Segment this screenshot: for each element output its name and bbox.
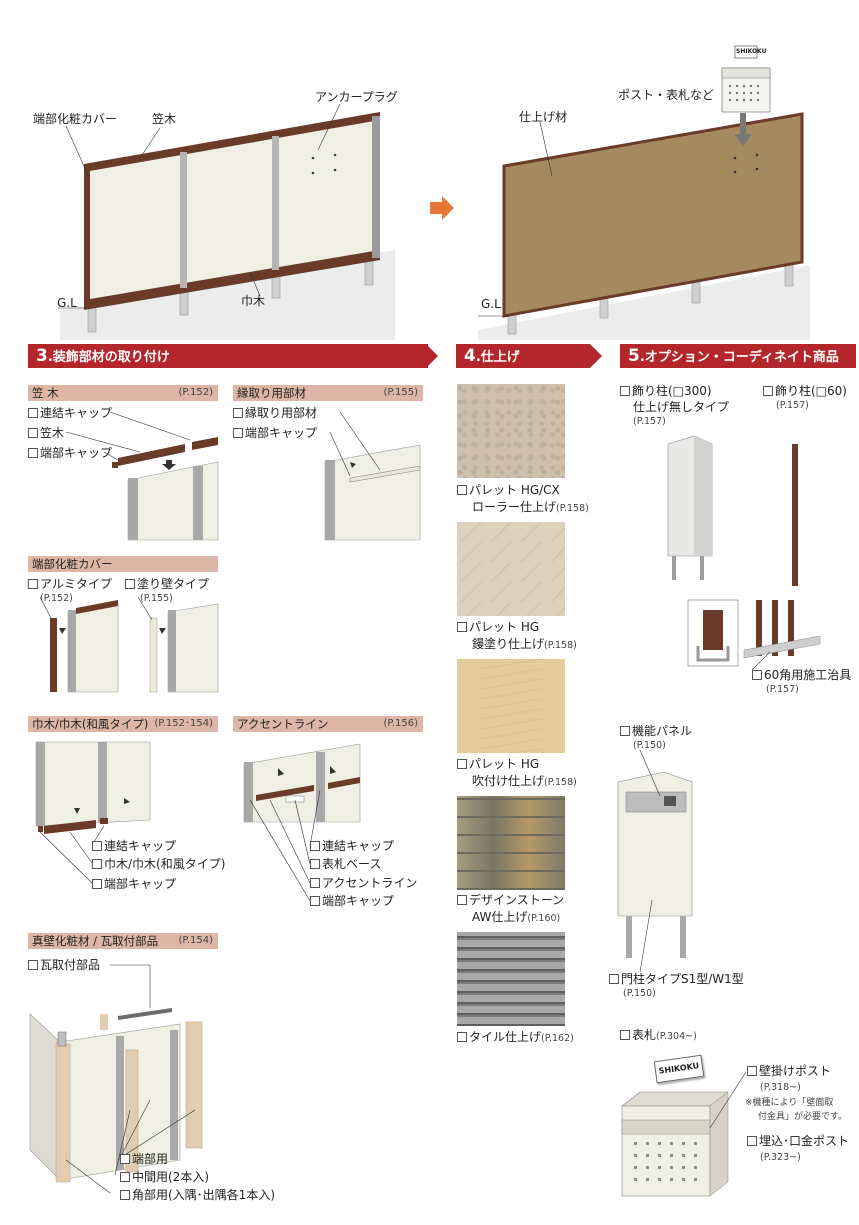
option-panel-page: (P.150) bbox=[633, 740, 666, 751]
label-gl-right: G.L bbox=[481, 297, 501, 311]
finish-swatch-spray bbox=[457, 659, 565, 753]
section-4-arrow bbox=[590, 344, 602, 368]
option-wallpost-page: (P.318~) bbox=[760, 1082, 801, 1093]
endcover-item-aluminum: アルミタイプ bbox=[28, 577, 112, 591]
label-post-nameplate: ポスト・表札など bbox=[618, 88, 715, 102]
finish-label-spray-2: 吹付け仕上げ(P.158) bbox=[472, 774, 577, 788]
option-pillar300-page: (P.157) bbox=[633, 416, 666, 427]
tile-item-end: 端部用 bbox=[120, 1152, 168, 1166]
finish-label-stone-2: AW仕上げ(P.160) bbox=[472, 910, 561, 924]
finish-swatch-trowel bbox=[457, 522, 565, 616]
option-pillar300: 飾り柱(□300) bbox=[620, 384, 712, 398]
base-item-end-cap: 端部キャップ bbox=[92, 877, 176, 891]
tile-item-corner: 角部用(入隅･出隅各1本入) bbox=[120, 1188, 275, 1202]
finish-label-roller-2: ローラー仕上げ(P.158) bbox=[472, 500, 589, 514]
label-anchor-plug: アンカープラグ bbox=[315, 90, 398, 104]
edge-item-edge-member: 縁取り用部材 bbox=[233, 406, 317, 420]
edge-header: 縁取り用部材(P.155) bbox=[233, 385, 423, 401]
option-gate-page: (P.150) bbox=[623, 988, 656, 999]
label-baseboard: 巾木 bbox=[241, 294, 266, 308]
endcover-item-plaster: 塗り壁タイプ bbox=[125, 577, 209, 591]
tile-header: 真壁化粧材 / 瓦取付部品(P.154) bbox=[28, 933, 218, 949]
endcover-aluminum-page: (P.152) bbox=[40, 593, 73, 604]
option-pillar300-sub: 仕上げ無しタイプ bbox=[633, 400, 730, 414]
section-4-header: 4.仕上げ bbox=[456, 344, 590, 368]
finish-swatch-roller bbox=[457, 384, 565, 478]
coping-item-end-cap: 端部キャップ bbox=[28, 446, 112, 460]
finish-label-roller: パレット HG/CX bbox=[457, 483, 560, 497]
finish-label-tile: タイル仕上げ(P.162) bbox=[457, 1030, 574, 1044]
section-3-header: 3.装飾部材の取り付け bbox=[28, 344, 428, 368]
label-coping: 笠木 bbox=[152, 112, 177, 126]
accent-header: アクセントライン(P.156) bbox=[233, 716, 423, 732]
label-finish-material: 仕上げ材 bbox=[519, 110, 568, 124]
accent-item-name-base: 表札ベース bbox=[310, 857, 381, 871]
option-wallpost-note2: 付金具」が必要です。 bbox=[758, 1112, 848, 1122]
accent-item-accent-line: アクセントライン bbox=[310, 876, 417, 890]
edge-item-end-cap: 端部キャップ bbox=[233, 426, 317, 440]
finish-label-spray: パレット HG bbox=[457, 757, 539, 771]
label-gl-left: G.L bbox=[57, 296, 77, 310]
option-wallpost-note1: ※機種により「壁面取 bbox=[745, 1098, 834, 1108]
tile-item-middle: 中間用(2本入) bbox=[120, 1170, 209, 1184]
section-3-arrow bbox=[426, 344, 438, 368]
option-pillar60-page: (P.157) bbox=[776, 400, 809, 411]
option-panel: 機能パネル bbox=[620, 724, 692, 738]
accent-item-end-cap: 端部キャップ bbox=[310, 894, 394, 908]
finish-label-trowel: パレット HG bbox=[457, 620, 539, 634]
coping-item-connect-cap: 連結キャップ bbox=[28, 406, 112, 420]
option-jig-page: (P.157) bbox=[766, 684, 799, 695]
top-left-wall-illustration bbox=[58, 45, 810, 340]
option-builtin-page: (P.323~) bbox=[760, 1152, 801, 1163]
sign-text-top: SHIKOKU bbox=[736, 48, 767, 55]
finish-label-trowel-2: 鏝塗り仕上げ(P.158) bbox=[472, 637, 577, 651]
finish-label-stone: デザインストーン bbox=[457, 893, 564, 907]
base-item-baseboard: 巾木/巾木(和風タイプ) bbox=[92, 857, 225, 871]
option-jig: 60角用施工治具 bbox=[752, 668, 851, 682]
endcover-header: 端部化粧カバー bbox=[28, 556, 218, 572]
option-gate: 門柱タイプS1型/W1型 bbox=[609, 972, 744, 986]
tile-item-roof-tile-part: 瓦取付部品 bbox=[28, 958, 100, 972]
option-nameplate: 表札(P.304~) bbox=[620, 1028, 697, 1042]
finish-swatch-stone bbox=[457, 796, 565, 890]
option-builtin-post: 埋込･口金ポスト bbox=[747, 1134, 849, 1148]
option-pillar60: 飾り柱(□60) bbox=[763, 384, 847, 398]
section-5-header: 5.オプション・コーディネイト商品 bbox=[620, 344, 856, 368]
endcover-plaster-page: (P.155) bbox=[140, 593, 173, 604]
coping-item-coping: 笠木 bbox=[28, 426, 64, 440]
base-item-connect-cap: 連結キャップ bbox=[92, 839, 176, 853]
finish-swatch-tile bbox=[457, 932, 565, 1026]
accent-item-connect-cap: 連結キャップ bbox=[310, 839, 394, 853]
option-wallpost: 壁掛けポスト bbox=[747, 1064, 831, 1078]
label-end-cover: 端部化粧カバー bbox=[33, 112, 118, 126]
coping-header: 笠 木(P.152) bbox=[28, 385, 218, 401]
base-header: 巾木/巾木(和風タイプ)(P.152･154) bbox=[28, 716, 218, 732]
